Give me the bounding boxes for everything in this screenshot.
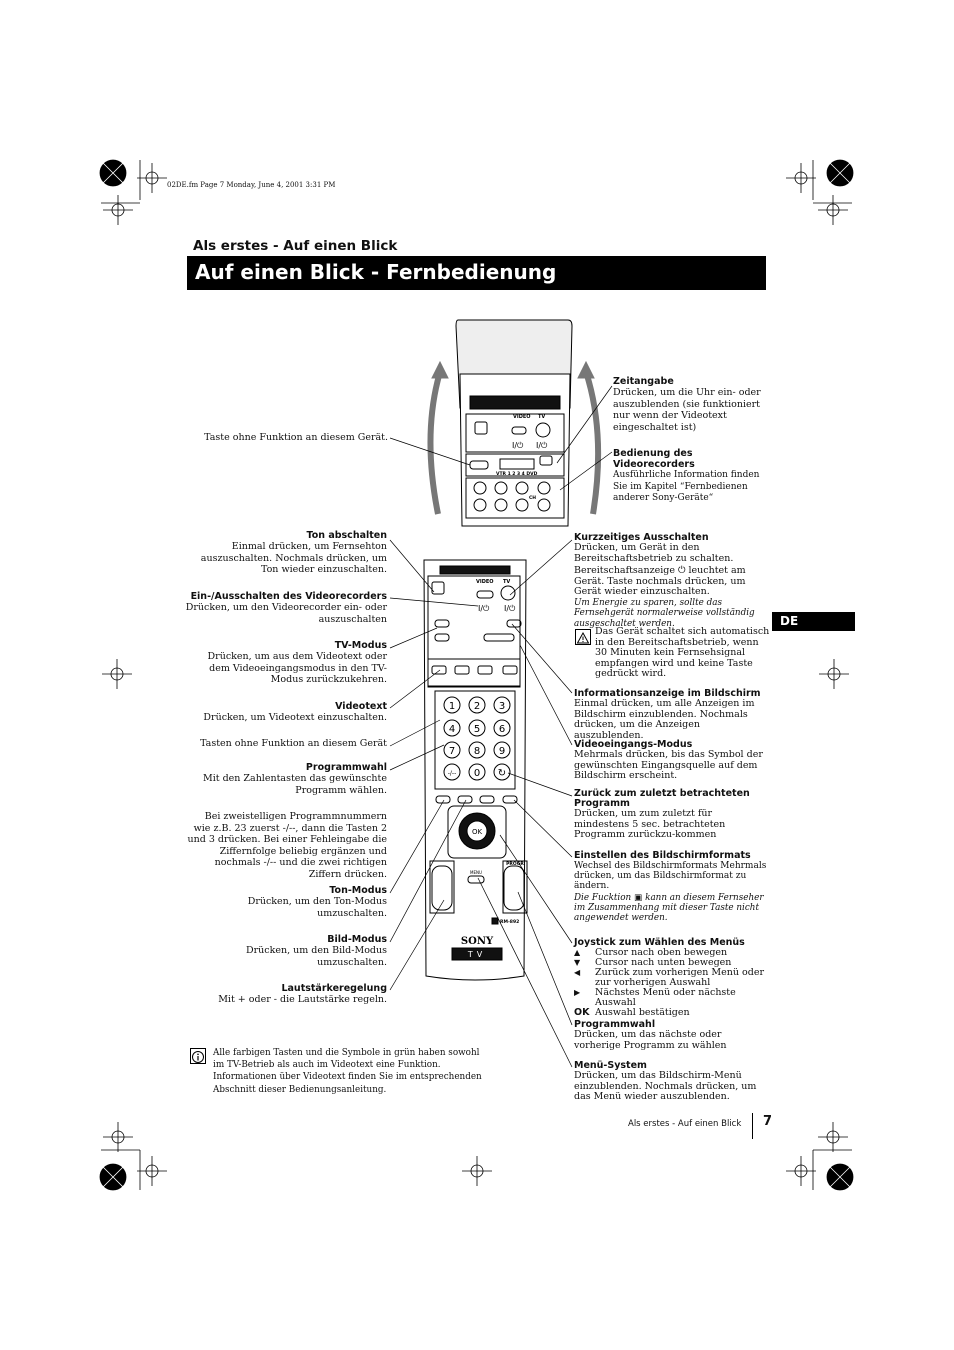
language-tab: DE	[772, 612, 855, 631]
digit-0: 0	[474, 768, 480, 779]
remote-power-video-label: I/⏻	[478, 604, 490, 613]
top-video-label: VIDEO	[513, 414, 531, 420]
left-item-no-function: Tasten ohne Funktion an diesem Gerät	[200, 738, 387, 749]
left-item-mute: Ton abschalten Einmal drücken, um Fernse…	[200, 530, 387, 575]
file-header: 02DE.fm Page 7 Monday, June 4, 2001 3:31…	[167, 181, 336, 189]
digit-return: ↻	[498, 768, 506, 779]
digit-9: 9	[499, 746, 505, 757]
digit-2: 2	[474, 701, 480, 712]
brand-label: SONY	[461, 936, 494, 947]
digit-6: 6	[499, 724, 505, 735]
warning-icon	[575, 629, 591, 645]
remote-top-illustration: VIDEO TV I/⏻ I/⏻ VTR 1 2 3 4 DVD CH	[427, 319, 602, 527]
right-item-joystick: Joystick zum Wählen des Menüs ▲Cursor na…	[574, 937, 764, 1018]
model-label: RM-892	[500, 919, 519, 925]
remote-tv-label: TV	[503, 579, 510, 585]
left-item-picture-mode: Bild-Modus Drücken, um den Bild-Modus um…	[246, 934, 387, 968]
top-ch-label: CH	[529, 495, 536, 501]
page-title-bar: Auf einen Blick - Fernbedienung	[187, 256, 766, 290]
right-item-programme: Programmwahl Drücken, um das nächste ode…	[574, 1019, 727, 1051]
remote-main-illustration: VIDEO TV I/⏻ I/⏻ 1 2 3 4 5 6 7 8 9 -/-- …	[423, 559, 528, 981]
right-item-input: Videoeingangs-Modus Mehrmals drücken, bi…	[574, 739, 763, 782]
digit-3: 3	[499, 701, 505, 712]
remote-video-label: VIDEO	[476, 579, 494, 585]
digit-dash: -/--	[448, 770, 457, 777]
tv-badge-label: TV	[467, 950, 486, 959]
menu-label: MENU	[470, 870, 482, 875]
right-item-last-programme: Zurück zum zuletzt betrachteten Programm…	[574, 788, 750, 841]
left-item-vcr-power: Ein-/Ausschalten des Videorecorders Drüc…	[185, 591, 387, 625]
left-item-teletext: Videotext Drücken, um Videotext einzusch…	[203, 701, 387, 723]
digit-7: 7	[449, 746, 455, 757]
top-power-video-label: I/⏻	[512, 441, 524, 450]
left-item-sound-mode: Ton-Modus Drücken, um den Ton-Modus umzu…	[247, 885, 387, 919]
top-tv-label: TV	[538, 414, 545, 420]
digit-4: 4	[449, 724, 455, 735]
footer-divider	[752, 1113, 753, 1139]
right-item-info: Informationsanzeige im Bildschirm Einmal…	[574, 688, 761, 741]
digit-1: 1	[449, 701, 455, 712]
footer-section: Als erstes - Auf einen Blick	[628, 1119, 742, 1129]
note-text: Alle farbigen Tasten und die Symbole in …	[213, 1048, 482, 1095]
right-item-format: Einstellen des Bildschirmformats Wechsel…	[574, 850, 767, 923]
remote-power-tv-label: I/⏻	[504, 604, 516, 613]
left-item-tv-mode: TV-Modus Drücken, um aus dem Videotext o…	[207, 640, 387, 685]
page-title: Auf einen Blick - Fernbedienung	[195, 260, 557, 284]
left-item-programme: Programmwahl Mit den Zahlentasten das ge…	[202, 762, 387, 796]
right-item-menu: Menü-System Drücken, um das Bildschirm-M…	[574, 1060, 757, 1103]
top-selector-label: VTR 1 2 3 4 DVD	[496, 471, 538, 477]
right-item-auto-standby: Das Gerät schaltet sich automatisch in d…	[595, 626, 770, 679]
digit-8: 8	[474, 746, 480, 757]
right-item-standby: Kurzzeitiges Ausschalten Drücken, um Ger…	[574, 532, 755, 629]
ok-label: OK	[472, 828, 483, 836]
info-icon	[190, 1048, 206, 1064]
left-item-volume: Lautstärkeregelung Mit + oder - die Laut…	[218, 983, 387, 1005]
progr-label: PROGR	[506, 861, 524, 867]
section-title: Als erstes - Auf einen Blick	[193, 238, 398, 254]
top-right-item-vcr: Bedienung des Videorecorders Ausführlich…	[613, 448, 760, 503]
top-right-item-clock: Zeitangabe Drücken, um die Uhr ein- oder…	[613, 376, 761, 433]
top-power-tv-label: I/⏻	[536, 441, 548, 450]
digit-5: 5	[474, 724, 480, 735]
top-no-function-text: Taste ohne Funktion an diesem Gerät.	[204, 432, 388, 443]
page-number: 7	[763, 1114, 773, 1129]
left-item-two-digit: Bei zweistelligen Programmnummern wie z.…	[187, 811, 387, 880]
